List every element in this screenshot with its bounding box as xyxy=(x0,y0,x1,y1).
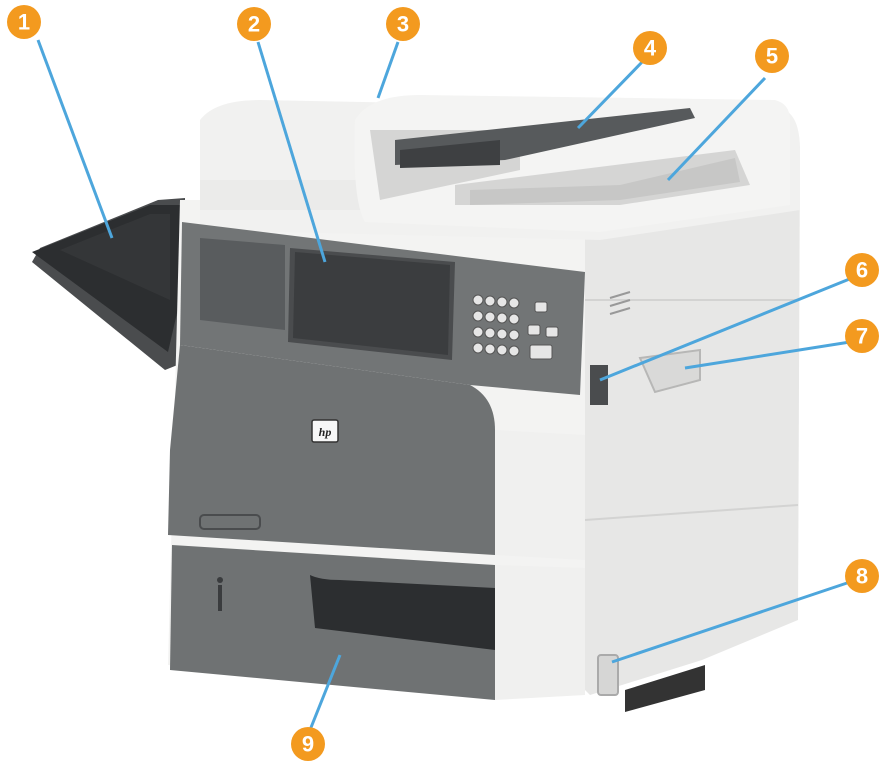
callout-9: 9 xyxy=(291,727,325,761)
interface-port xyxy=(590,365,608,405)
paper-tray xyxy=(170,545,585,700)
callout-label-7: 7 xyxy=(856,324,868,349)
callout-label-8: 8 xyxy=(856,564,868,589)
callout-2: 2 xyxy=(237,7,271,41)
callout-label-6: 6 xyxy=(856,258,868,283)
callout-label-1: 1 xyxy=(18,10,30,35)
callout-5: 5 xyxy=(755,39,789,73)
callout-label-2: 2 xyxy=(248,12,260,37)
callout-label-9: 9 xyxy=(302,732,314,757)
output-bin xyxy=(32,198,185,370)
callout-8: 8 xyxy=(845,559,879,593)
callout-label-5: 5 xyxy=(766,44,778,69)
callout-1: 1 xyxy=(7,5,41,39)
callout-label-4: 4 xyxy=(644,36,657,61)
leader-line-3 xyxy=(378,42,398,98)
callout-6: 6 xyxy=(845,253,879,287)
callout-7: 7 xyxy=(845,319,879,353)
callout-3: 3 xyxy=(386,7,420,41)
callout-label-3: 3 xyxy=(397,12,409,37)
hp-logo-text: hp xyxy=(319,425,332,439)
callout-4: 4 xyxy=(633,31,667,65)
leader-line-1 xyxy=(38,40,112,238)
hp-logo: hp xyxy=(312,420,338,442)
